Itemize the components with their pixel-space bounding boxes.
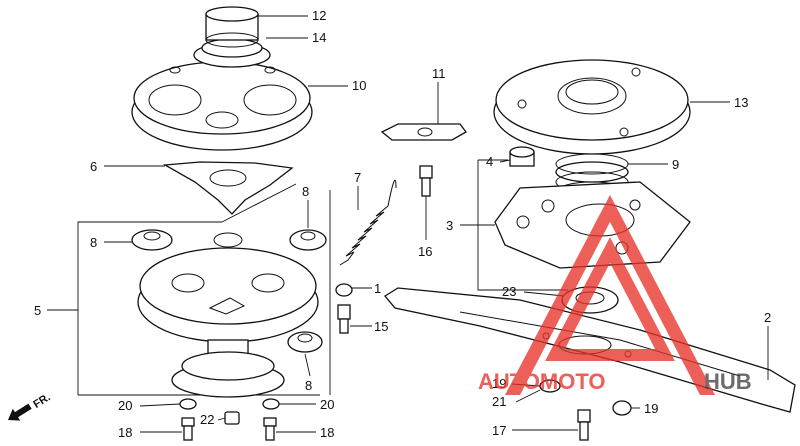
callout-13: 13 bbox=[734, 95, 748, 110]
callout-14: 14 bbox=[312, 30, 326, 45]
bolt-18-right bbox=[263, 417, 277, 441]
callout-19-right: 19 bbox=[644, 401, 658, 416]
key-22-part bbox=[224, 411, 240, 425]
damper-left bbox=[131, 229, 173, 251]
bolt-16-part bbox=[419, 165, 433, 197]
damper-right-bottom bbox=[287, 331, 323, 353]
callout-4: 4 bbox=[486, 154, 493, 169]
bolt-18-left bbox=[181, 417, 195, 441]
callout-20-right: 20 bbox=[320, 397, 334, 412]
blade-housing-part bbox=[494, 181, 691, 269]
callout-15: 15 bbox=[374, 319, 388, 334]
assembly-bracket-5 bbox=[77, 221, 222, 395]
spring-part bbox=[339, 179, 397, 266]
callout-5: 5 bbox=[34, 303, 41, 318]
nut-1-part bbox=[335, 283, 353, 297]
nut-19-part bbox=[612, 400, 632, 416]
bush-part bbox=[509, 146, 535, 167]
washer-20-right bbox=[262, 398, 280, 410]
callout-11: 11 bbox=[432, 66, 446, 81]
washer-20-left bbox=[179, 398, 197, 410]
callout-1: 1 bbox=[374, 281, 381, 296]
callout-10: 10 bbox=[352, 78, 366, 93]
callout-8-left: 8 bbox=[90, 235, 97, 250]
bracket-diagonal-line bbox=[221, 183, 297, 223]
callout-21: 21 bbox=[492, 394, 506, 409]
watermark-triangle-icon bbox=[505, 195, 715, 395]
callout-22: 22 bbox=[200, 412, 214, 427]
callout-3: 3 bbox=[446, 218, 453, 233]
callout-12: 12 bbox=[312, 8, 326, 23]
upper-cover-part bbox=[131, 61, 313, 151]
assembly-bracket-3 bbox=[477, 160, 568, 291]
pulley-part bbox=[171, 339, 285, 398]
bolt-17-part bbox=[577, 409, 591, 441]
direction-label: FR. bbox=[31, 391, 52, 411]
callout-23: 23 bbox=[502, 284, 516, 299]
lower-housing-part bbox=[137, 232, 319, 343]
sleeve-part bbox=[205, 6, 259, 48]
plate-hole bbox=[209, 169, 247, 187]
callout-2: 2 bbox=[764, 310, 771, 325]
callout-18-right: 18 bbox=[320, 425, 334, 440]
callout-8-bottom-right: 8 bbox=[305, 378, 312, 393]
arm-bracket-part bbox=[380, 123, 467, 141]
front-direction-arrow: FR. bbox=[8, 391, 53, 421]
callout-17: 17 bbox=[492, 423, 506, 438]
callout-19-left: 19 bbox=[492, 376, 506, 391]
arm-hole bbox=[417, 127, 433, 137]
callout-7: 7 bbox=[354, 170, 361, 185]
callout-8-top-right: 8 bbox=[302, 184, 309, 199]
watermark-text-dark: HUB bbox=[704, 369, 752, 394]
disc-part bbox=[493, 59, 691, 155]
damper-right-top bbox=[289, 229, 327, 251]
callout-9: 9 bbox=[672, 157, 679, 172]
callout-16: 16 bbox=[418, 244, 432, 259]
bolt-15-part bbox=[337, 304, 351, 334]
automotohub-watermark: AUTOMOTO HUB bbox=[478, 195, 752, 395]
collar-part bbox=[193, 38, 271, 68]
callout-18-left: 18 bbox=[118, 425, 132, 440]
mounting-plate-part bbox=[162, 161, 294, 215]
watermark-text-red: AUTOMOTO bbox=[478, 369, 606, 394]
callout-6: 6 bbox=[90, 159, 97, 174]
callout-20-left: 20 bbox=[118, 398, 132, 413]
